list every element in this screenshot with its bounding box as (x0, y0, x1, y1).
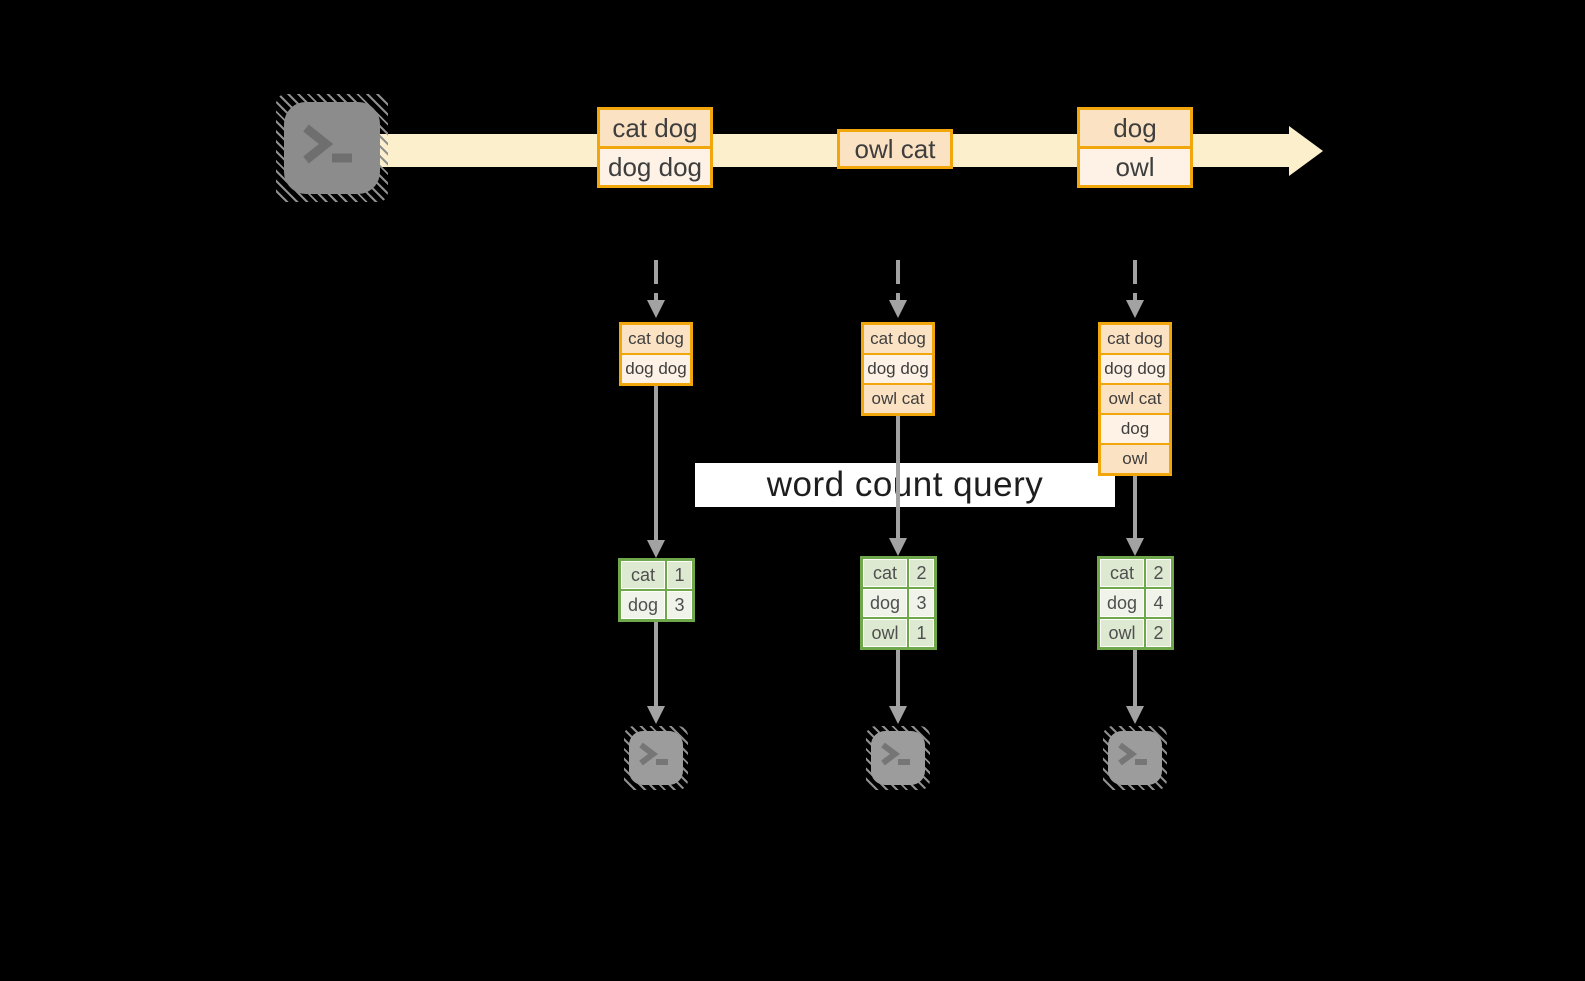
window-record: owl cat (864, 385, 932, 413)
count-value: 3 (667, 591, 692, 619)
count-value: 1 (667, 561, 692, 589)
down-arrow (1126, 650, 1144, 724)
dashed-down-arrow (889, 260, 907, 318)
window-record: dog dog (864, 355, 932, 383)
terminal-icon (284, 102, 380, 194)
down-arrow (1126, 476, 1144, 556)
terminal-prompt-icon (639, 742, 668, 766)
count-word: owl (1100, 619, 1144, 647)
dashed-down-arrow (647, 260, 665, 318)
terminal-icon (629, 731, 683, 785)
stream-batch-1: cat dog dog dog (597, 107, 713, 188)
stream-record: dog (1080, 110, 1190, 146)
count-word: cat (621, 561, 665, 589)
window-stack-1: cat dog dog dog (619, 322, 693, 386)
count-word: cat (863, 559, 907, 587)
window-stack-3: cat dog dog dog owl cat dog owl (1098, 322, 1172, 476)
stream-record: dog dog (600, 149, 710, 185)
count-value: 1 (909, 619, 934, 647)
terminal-icon (871, 731, 925, 785)
window-record: cat dog (1101, 325, 1169, 353)
stream-record: owl cat (840, 132, 950, 166)
stream-band-arrowhead-icon (1289, 126, 1323, 176)
down-arrow (647, 386, 665, 558)
sink-terminal-2 (866, 726, 930, 790)
sink-terminal-1 (624, 726, 688, 790)
count-word: dog (863, 589, 907, 617)
count-table-2: cat 2 dog 3 owl 1 (860, 556, 937, 650)
window-record: dog (1101, 415, 1169, 443)
window-record: dog dog (622, 355, 690, 383)
stream-record: owl (1080, 149, 1190, 185)
sink-terminal-3 (1103, 726, 1167, 790)
down-arrow (647, 622, 665, 724)
terminal-icon (1108, 731, 1162, 785)
count-word: dog (621, 591, 665, 619)
window-record: owl cat (1101, 385, 1169, 413)
count-value: 2 (909, 559, 934, 587)
terminal-prompt-icon (1118, 742, 1147, 766)
count-word: owl (863, 619, 907, 647)
source-terminal (276, 94, 388, 202)
window-record: owl (1101, 445, 1169, 473)
window-record: cat dog (622, 325, 690, 353)
count-value: 2 (1146, 619, 1171, 647)
stream-batch-3: dog owl (1077, 107, 1193, 188)
window-record: dog dog (1101, 355, 1169, 383)
stream-record: cat dog (600, 110, 710, 146)
down-arrow (889, 416, 907, 556)
count-word: dog (1100, 589, 1144, 617)
count-value: 2 (1146, 559, 1171, 587)
count-word: cat (1100, 559, 1144, 587)
count-value: 4 (1146, 589, 1171, 617)
query-label: word count query (695, 463, 1115, 507)
count-table-3: cat 2 dog 4 owl 2 (1097, 556, 1174, 650)
terminal-prompt-icon (303, 124, 352, 164)
window-stack-2: cat dog dog dog owl cat (861, 322, 935, 416)
count-value: 3 (909, 589, 934, 617)
stream-batch-2: owl cat (837, 129, 953, 169)
window-record: cat dog (864, 325, 932, 353)
dashed-down-arrow (1126, 260, 1144, 318)
count-table-1: cat 1 dog 3 (618, 558, 695, 622)
terminal-prompt-icon (881, 742, 910, 766)
down-arrow (889, 650, 907, 724)
